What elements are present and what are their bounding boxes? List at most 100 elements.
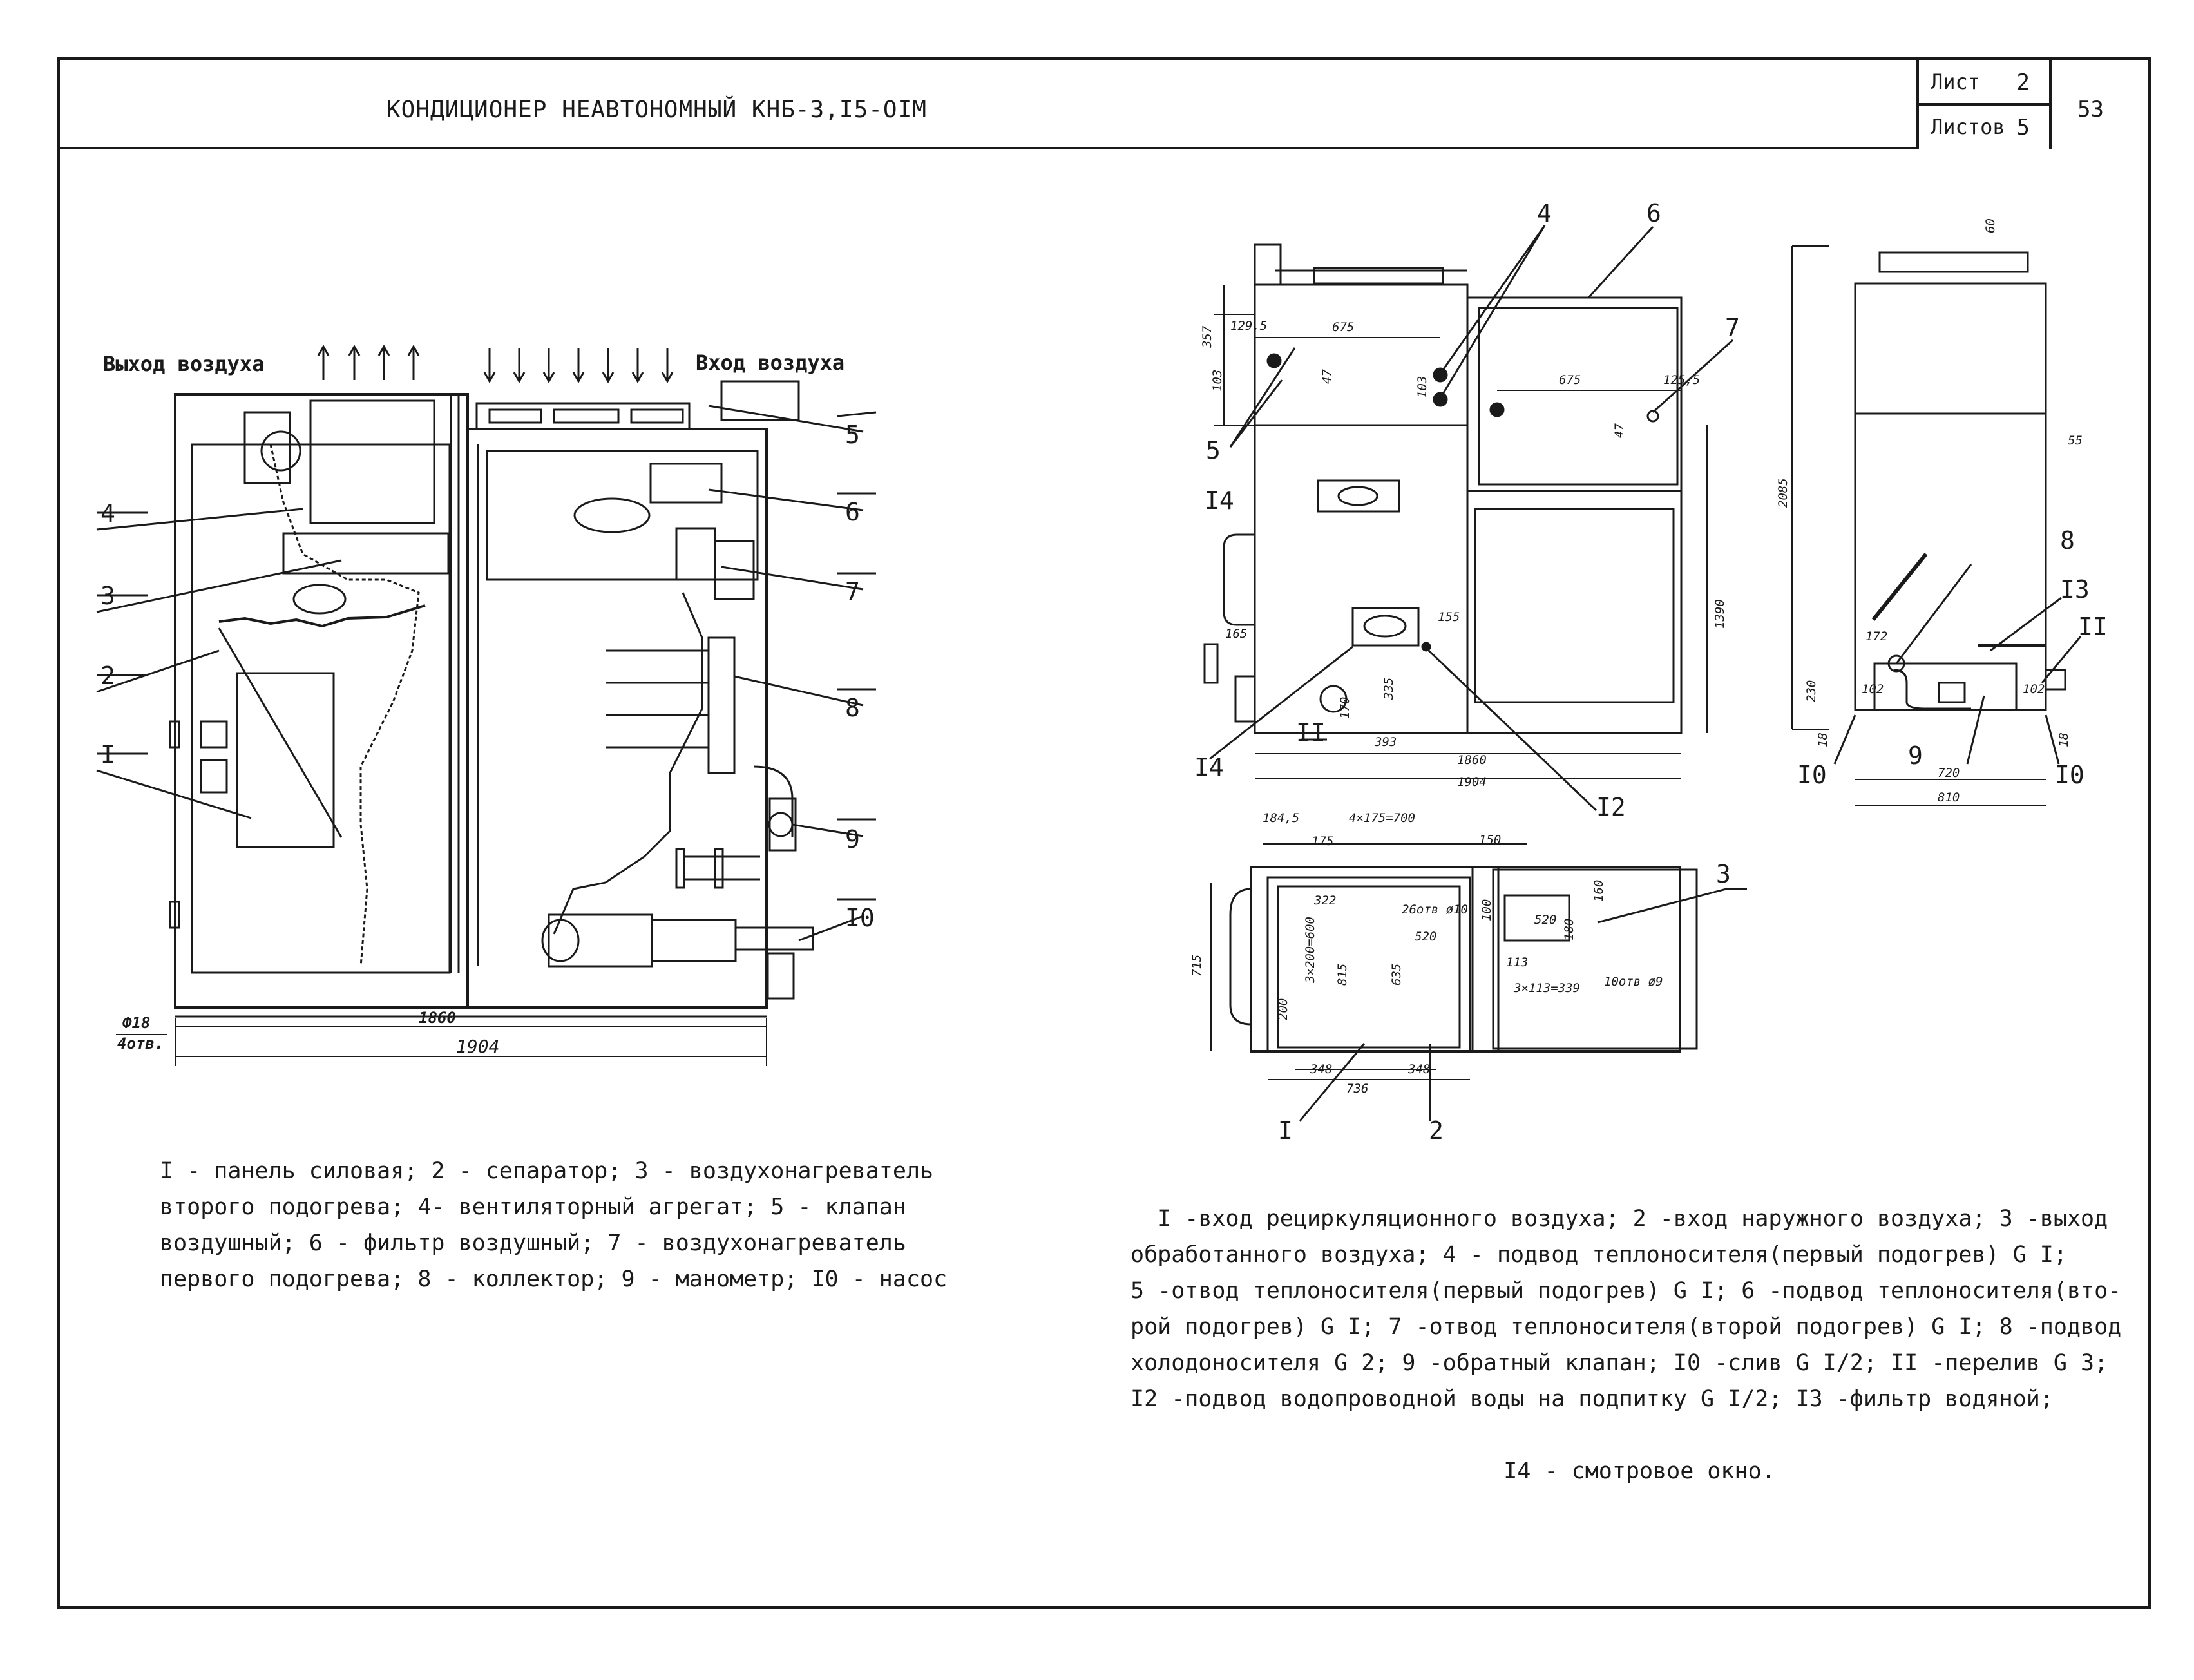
side-callout-10a: I0 [1797,761,1827,789]
top-dim-150: 150 [1479,833,1501,847]
air-out-label: Выход воздуха [103,352,264,376]
side-dim-720: 720 [1938,766,1960,780]
side-dim-60: 60 [1983,218,1998,233]
left-dim-1904: 1904 [456,1036,499,1057]
left-callout-2: 2 [100,662,115,690]
top-dim-520a: 520 [1415,930,1436,944]
top-dim-160: 160 [1592,880,1606,902]
left-callout-3: 3 [100,582,115,610]
top-dim-348a: 348 [1310,1062,1332,1076]
front-dim-393: 393 [1374,735,1397,749]
front-dim-1295: 129,5 [1230,319,1267,333]
left-callout-8: 8 [845,694,860,722]
left-callout-6: 6 [845,498,860,526]
top-view [1210,843,1747,1122]
front-dim-335: 335 [1382,678,1396,700]
top-dim-3x113: 3×113=339 [1513,981,1580,995]
top-dim-180: 180 [1562,919,1576,940]
side-dim-230: 230 [1804,680,1818,702]
left-section-view [96,344,877,1066]
side-dim-810: 810 [1938,790,1960,805]
drawing-frame [57,57,2151,1609]
front-callout-12: I2 [1596,793,1626,821]
top-dim-736: 736 [1346,1082,1368,1096]
top-dim-175: 175 [1312,834,1333,848]
drawing-title: КОНДИЦИОНЕР НЕАВТОНОМНЫЙ КНБ-3,I5-OIM [386,97,927,123]
front-dim-155: 155 [1438,610,1460,624]
front-dim-170: 170 [1338,697,1352,719]
front-dim-675a: 675 [1332,320,1354,334]
top-dim-113: 113 [1506,955,1528,969]
front-dim-103b: 103 [1415,376,1429,398]
sheets-value: 5 [2016,115,2030,140]
front-view [1203,225,1734,812]
top-dim-1845: 184,5 [1263,811,1299,825]
front-dim-1390: 1390 [1713,599,1727,629]
legend-right-main: I -вход рециркуляционного воздуха; 2 -вх… [1130,1206,2122,1412]
front-callout-14a: I4 [1205,486,1234,515]
top-callout-3: 3 [1716,860,1731,888]
front-callout-14b: I4 [1194,753,1224,781]
front-dim-675b: 675 [1559,373,1581,387]
side-dim-18b: 18 [2057,732,2071,747]
side-dim-102a: 102 [1862,682,1884,696]
side-callout-8: 8 [2060,526,2075,555]
left-callout-4: 4 [100,499,115,528]
front-dim-165: 165 [1225,627,1247,641]
sheet-box: Лист 2 Листов 5 [1916,59,2052,149]
top-dim-10otv: 10отв ø9 [1604,975,1663,989]
side-callout-13: I3 [2060,575,2090,604]
left-callout-5: 5 [845,421,860,449]
left-dim-holes: Ф18 [122,1014,150,1032]
side-dim-102b: 102 [2023,682,2045,696]
top-dim-200: 200 [1276,998,1290,1020]
left-callout-10: I0 [845,904,875,932]
sheet-value: 2 [2016,70,2030,95]
front-dim-47a: 47 [1320,369,1334,384]
legend-left: I - панель силовая; 2 - сепаратор; 3 - в… [160,1158,948,1292]
sheets-label: Листов [1931,115,2005,139]
top-dim-520b: 520 [1534,913,1556,927]
left-dim-1860: 1860 [419,1009,456,1027]
side-dim-18a: 18 [1816,732,1830,747]
title-rule [57,147,1918,149]
top-dim-715: 715 [1190,955,1204,977]
legend-right-last: I4 - смотровое окно. [1503,1458,1775,1484]
front-callout-6: 6 [1646,199,1661,227]
top-callout-1: I [1278,1116,1293,1145]
sheet-label: Лист [1931,70,1981,94]
left-callout-7: 7 [845,578,860,606]
front-callout-11: II [1296,718,1326,747]
top-dim-322: 322 [1313,893,1336,908]
front-callout-4: 4 [1537,199,1552,227]
left-dim-holes-count: 4отв. [117,1035,164,1053]
top-dim-348b: 348 [1407,1062,1430,1076]
left-callout-9: 9 [845,825,860,854]
side-view [1791,245,2082,806]
side-dim-2085: 2085 [1776,478,1790,508]
side-dim-55: 55 [2068,434,2083,448]
top-callout-2: 2 [1429,1116,1444,1145]
top-dim-26otv: 26отв ø10 [1402,902,1468,917]
front-dim-1860: 1860 [1457,753,1487,767]
front-callout-5: 5 [1206,436,1221,464]
left-callout-1: I [100,740,115,768]
front-callout-7: 7 [1725,314,1740,342]
front-dim-103a: 103 [1210,370,1225,392]
top-dim-635: 635 [1389,964,1404,986]
side-callout-11: II [2078,613,2108,641]
top-dim-815: 815 [1335,964,1350,986]
air-in-label: Вход воздуха [696,350,844,375]
side-dim-172: 172 [1865,629,1887,644]
legend-right: I -вход рециркуляционного воздуха; 2 -вх… [1130,1165,2148,1525]
front-dim-47b: 47 [1612,423,1626,438]
side-callout-9: 9 [1908,741,1923,770]
top-dim-4x175: 4×175=700 [1349,811,1415,825]
front-dim-1255: 125,5 [1663,373,1700,387]
top-dim-3x200: 3×200=600 [1303,917,1317,984]
front-dim-357: 357 [1200,325,1214,348]
page-number: 53 [2077,97,2104,122]
side-callout-10b: I0 [2055,761,2084,789]
top-dim-100: 100 [1480,899,1494,921]
